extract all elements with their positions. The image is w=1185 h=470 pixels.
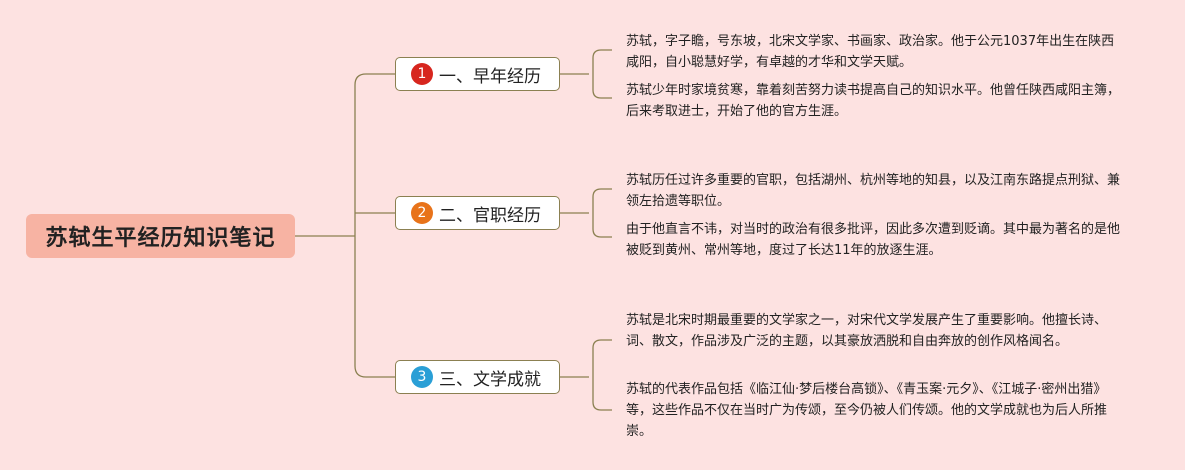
number-badge-2: 2 bbox=[411, 202, 433, 224]
branch-label: 三、文学成就 bbox=[439, 369, 541, 390]
connector-leaf-3 bbox=[592, 339, 612, 411]
connector-leaf-2 bbox=[592, 188, 612, 238]
central-topic[interactable]: 苏轼生平经历知识笔记 bbox=[26, 214, 295, 258]
branch-literary-achievement[interactable]: 3 三、文学成就 bbox=[395, 360, 560, 394]
number-badge-3: 3 bbox=[411, 366, 433, 388]
leaf-literary-achievement-2: 苏轼的代表作品包括《临江仙·梦后楼台高锁》、《青玉案·元夕》、《江城子·密州出猎… bbox=[626, 382, 1108, 439]
number-badge-1: 1 bbox=[411, 63, 433, 85]
central-topic-title: 苏轼生平经历知识笔记 bbox=[45, 226, 276, 251]
branch-official-career[interactable]: 2 二、官职经历 bbox=[395, 196, 560, 230]
branch-label: 二、官职经历 bbox=[439, 205, 541, 226]
leaf-early-life-1: 苏轼，字子瞻，号东坡，北宋文学家、书画家、政治家。他于公元1037年出生在陕西咸… bbox=[626, 34, 1115, 70]
connector-leaf-1 bbox=[592, 49, 612, 99]
leaf-literary-achievement-1: 苏轼是北宋时期最重要的文学家之一，对宋代文学发展产生了重要影响。他擅长诗、词、散… bbox=[626, 313, 1108, 349]
leaf-official-career-1: 苏轼历任过许多重要的官职，包括湖州、杭州等地的知县，以及江南东路提点刑狱、兼领左… bbox=[626, 173, 1121, 209]
branch-early-life[interactable]: 1 一、早年经历 bbox=[395, 57, 560, 91]
branch-label: 一、早年经历 bbox=[439, 66, 541, 87]
connector-spine bbox=[354, 73, 395, 378]
leaf-official-career-2: 由于他直言不讳，对当时的政治有很多批评，因此多次遭到贬谪。其中最为著名的是他被贬… bbox=[626, 222, 1121, 258]
leaf-early-life-2: 苏轼少年时家境贫寒，靠着刻苦努力读书提高自己的知识水平。他曾任陕西咸阳主簿，后来… bbox=[626, 83, 1121, 119]
